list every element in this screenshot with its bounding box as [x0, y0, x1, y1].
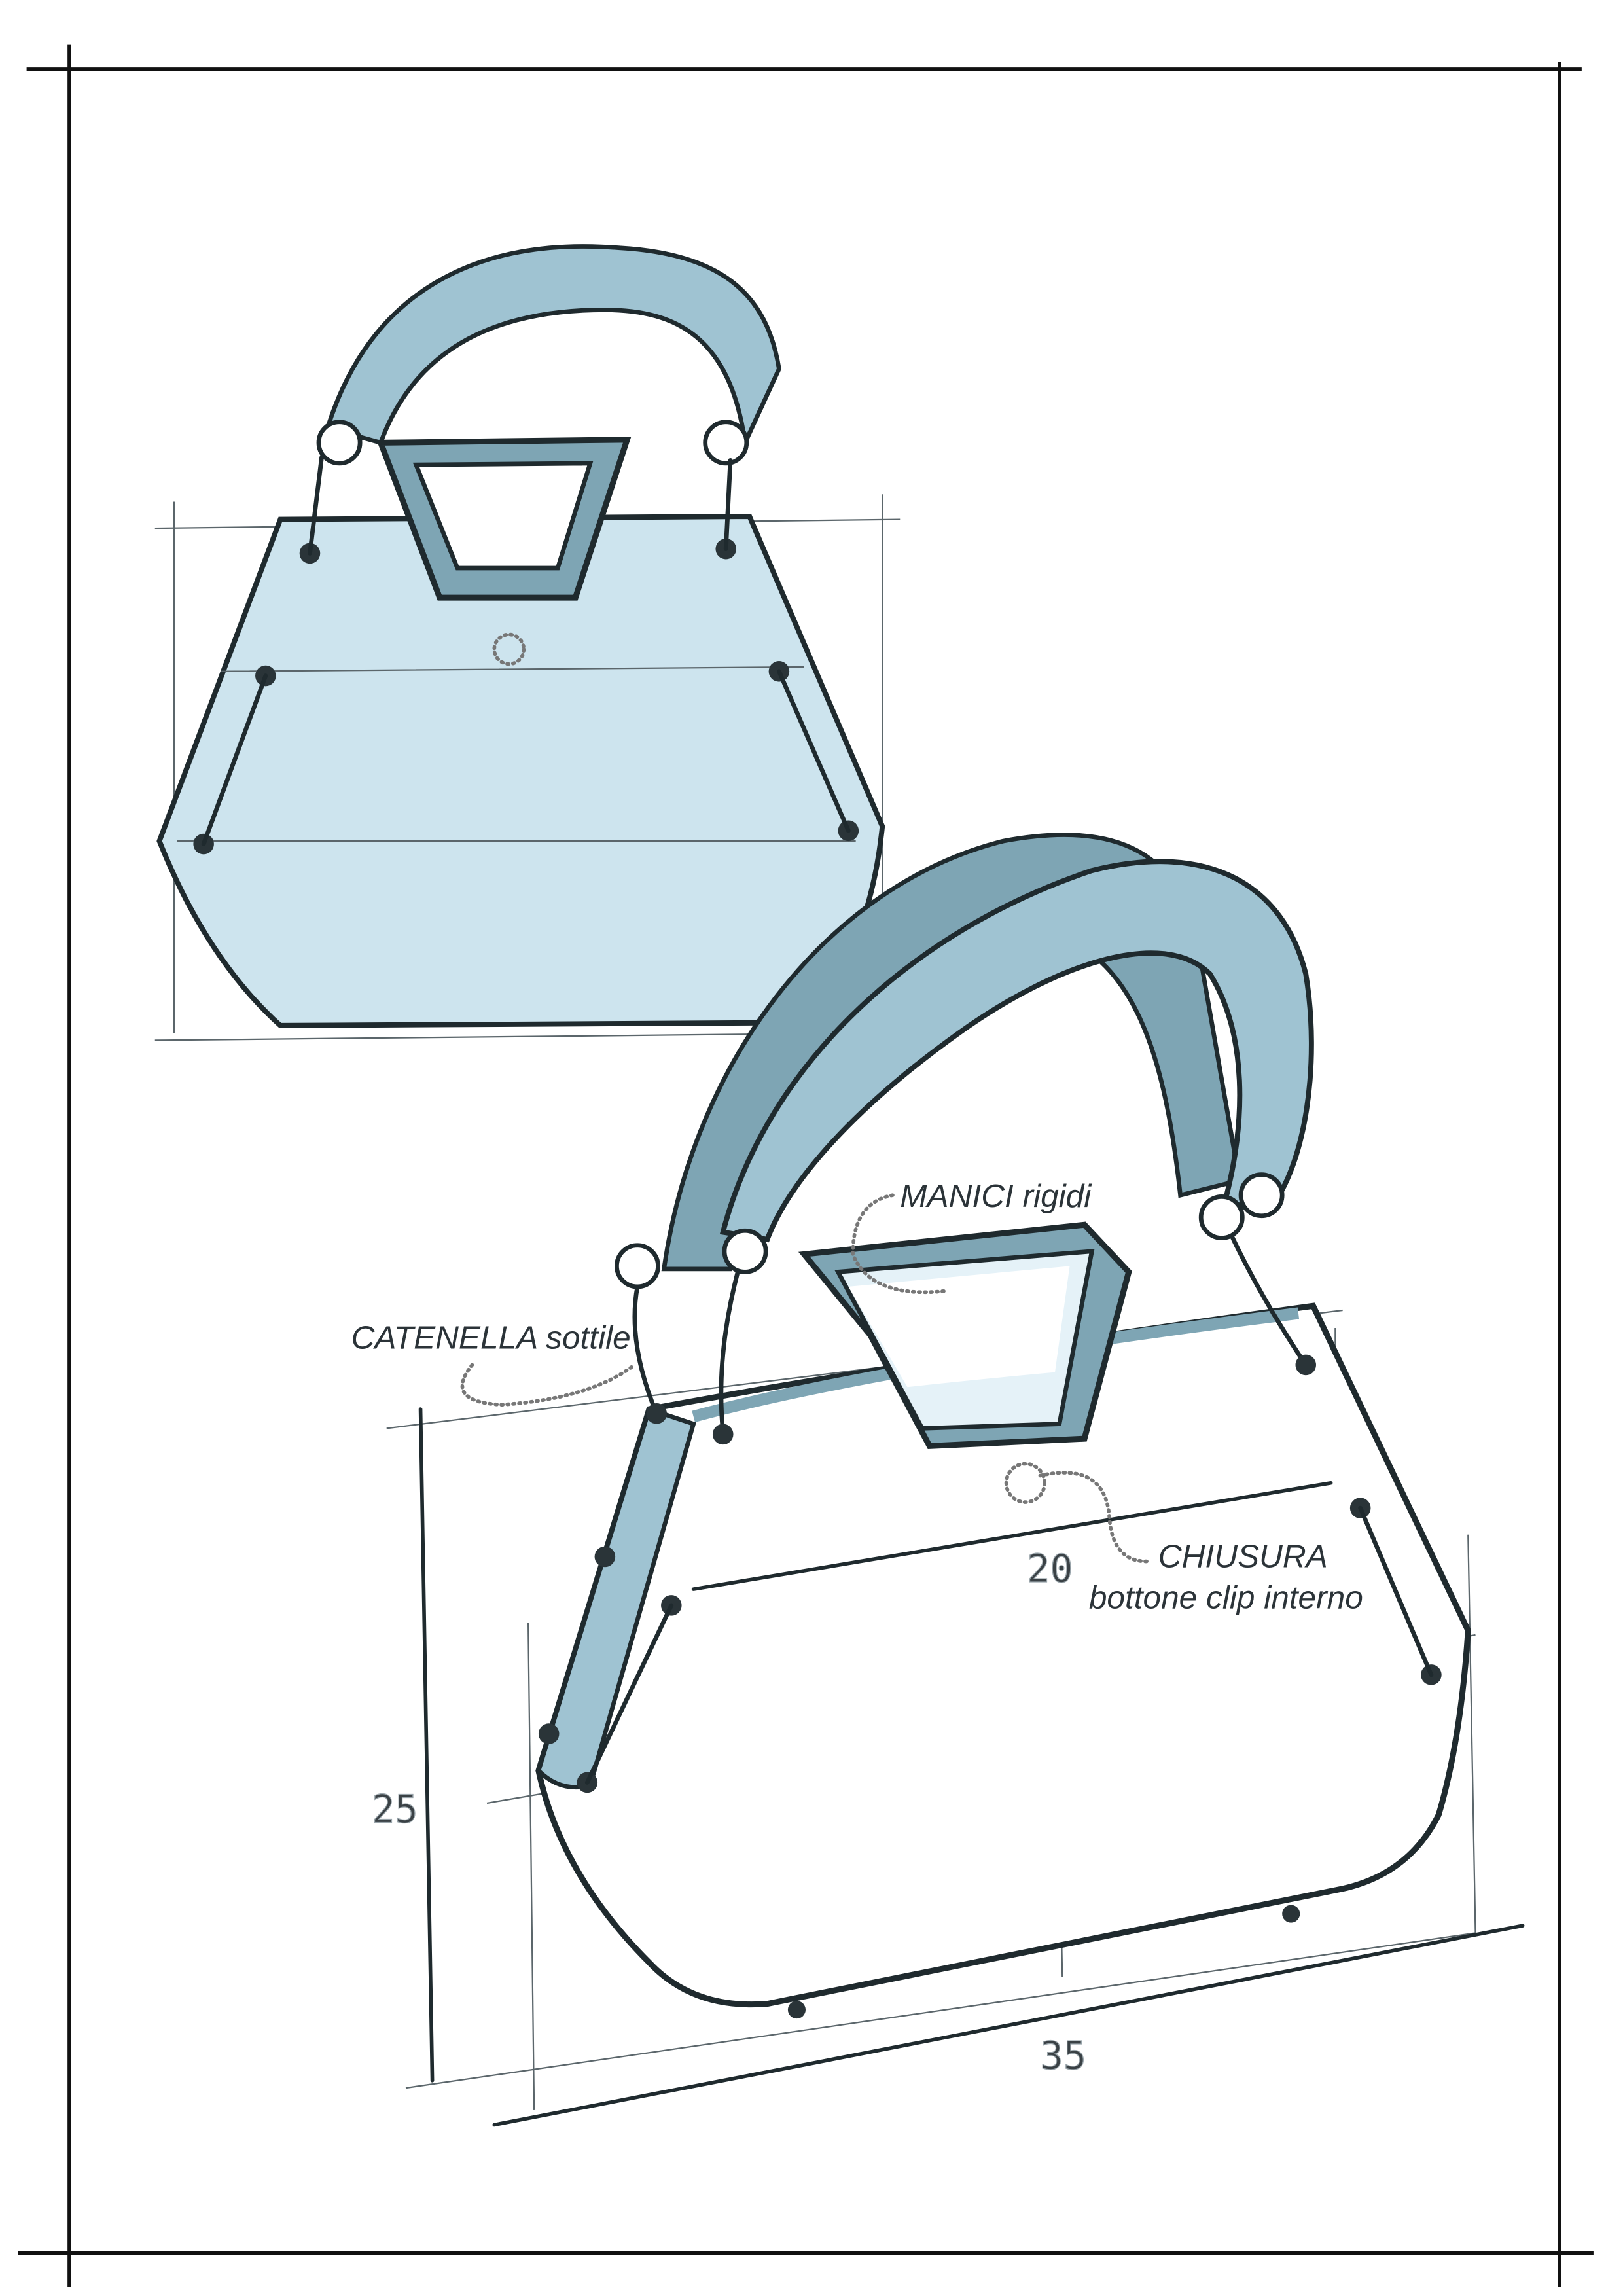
sheet-frame	[18, 44, 1594, 2287]
perspective-bag	[386, 833, 1476, 2110]
dimension-height: 25	[372, 1787, 418, 1831]
dimension-lines	[418, 1407, 1525, 2127]
clip-button	[1004, 1462, 1047, 1504]
label-chain: CATENELLA sottile	[351, 1319, 631, 1356]
front-view-bag	[154, 244, 901, 1041]
front-strap	[325, 244, 781, 451]
annotation-leaders	[460, 1193, 1153, 1564]
front-clip-button	[492, 632, 526, 666]
label-closure-title: CHIUSURA	[1158, 1537, 1328, 1574]
label-closure-detail: bottone clip interno	[1089, 1579, 1363, 1615]
dimension-depth: 20	[1027, 1547, 1073, 1591]
label-handles: MANICI rigidi	[900, 1177, 1092, 1214]
dimension-width: 35	[1040, 2034, 1086, 2078]
